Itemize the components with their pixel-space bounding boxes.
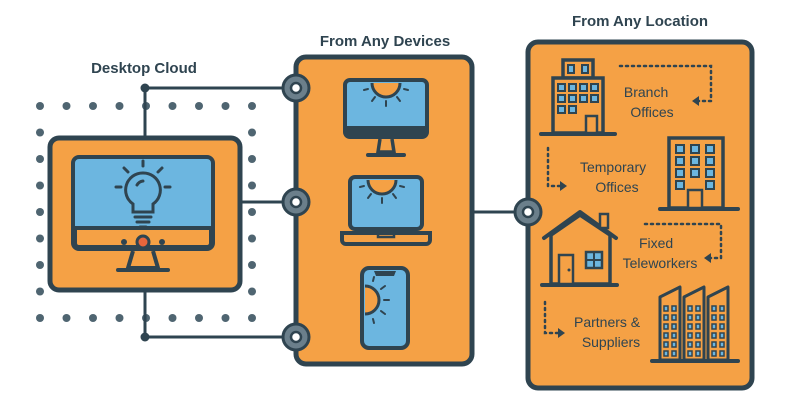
location-label-temporary: Temporary Offices <box>580 159 650 195</box>
desktop-cloud-panel <box>47 135 243 293</box>
location-label-line: Fixed <box>639 235 673 251</box>
grid-dot <box>36 208 44 216</box>
phone-icon <box>360 266 410 350</box>
grid-dot <box>221 314 230 322</box>
grid-dot <box>36 181 44 190</box>
location-label-partners: Partners & Suppliers <box>574 314 644 350</box>
grid-dot <box>248 208 256 216</box>
location-label-line: Temporary <box>580 159 646 175</box>
temporary-office-building-icon <box>658 136 740 211</box>
grid-dot <box>248 261 256 269</box>
grid-dot <box>195 102 203 110</box>
dot-grid <box>36 102 256 322</box>
grid-dot <box>168 102 177 110</box>
grid-dot <box>36 102 44 110</box>
grid-dot <box>62 102 71 110</box>
grid-dot <box>168 314 177 322</box>
grid-dot <box>36 128 44 137</box>
grid-dot <box>248 181 256 190</box>
location-label-branch: Branch Offices <box>624 84 674 120</box>
grid-dot <box>89 102 97 110</box>
desktop-cloud-title: Desktop Cloud <box>91 60 197 77</box>
grid-dot <box>248 155 256 163</box>
devices-title: From Any Devices <box>320 33 450 50</box>
desktop-monitor-icon <box>343 78 429 157</box>
branch-office-building-icon <box>539 58 617 136</box>
grid-dot <box>36 287 44 296</box>
grid-dot <box>248 287 256 296</box>
location-label-line: Partners & <box>574 314 641 330</box>
grid-dot <box>248 234 256 243</box>
dotted-arrows <box>543 64 723 335</box>
laptop-icon <box>340 175 432 246</box>
cloud-monitor-icon <box>71 155 215 272</box>
devices-port-icons <box>281 73 311 352</box>
arrow-heads <box>558 96 711 338</box>
grid-dot <box>195 314 203 322</box>
grid-dot <box>89 314 97 322</box>
grid-dot <box>115 314 124 322</box>
grid-dot <box>62 314 71 322</box>
power-button-icon <box>135 234 151 250</box>
skyscrapers-icon <box>650 285 740 363</box>
grid-dot <box>36 155 44 163</box>
locations-panel: Branch Offices Temporary Offices Fixed T… <box>513 39 755 391</box>
connector-dots <box>140 83 150 342</box>
locations-port-icon <box>513 197 543 227</box>
grid-dot <box>36 234 44 243</box>
grid-dot <box>221 102 230 110</box>
location-label-line: Offices <box>630 104 673 120</box>
location-label-line: Suppliers <box>582 334 640 350</box>
grid-dot <box>248 102 256 110</box>
grid-dot <box>115 102 124 110</box>
location-label-line: Branch <box>624 84 668 100</box>
location-label-line: Offices <box>595 179 638 195</box>
grid-dot <box>248 128 256 137</box>
location-label-fixed: Fixed Teleworkers <box>623 235 698 271</box>
locations-title: From Any Location <box>572 13 708 30</box>
grid-dot <box>36 314 44 322</box>
house-icon <box>540 210 619 287</box>
lightbulb-icon <box>114 159 172 229</box>
grid-dot <box>36 261 44 269</box>
devices-panel <box>281 54 475 367</box>
grid-dot <box>248 314 256 322</box>
location-label-line: Teleworkers <box>623 255 698 271</box>
